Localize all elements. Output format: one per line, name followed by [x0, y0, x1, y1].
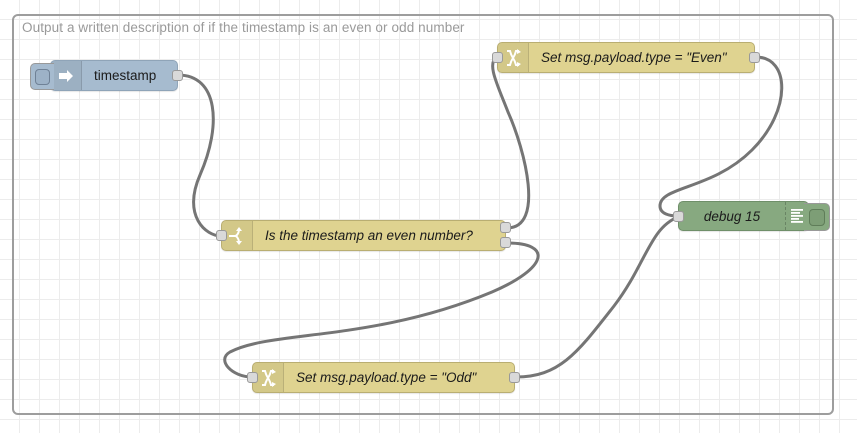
change-node-set-even[interactable]: Set msg.payload.type = "Even": [492, 42, 760, 73]
flow-group-container[interactable]: Output a written description of if the t…: [12, 14, 834, 415]
switch-output-port-1[interactable]: [500, 237, 511, 248]
flow-group-label: Output a written description of if the t…: [22, 20, 465, 35]
change-odd-input-port[interactable]: [247, 372, 258, 383]
change-odd-output-port[interactable]: [509, 372, 520, 383]
switch-node-is-even[interactable]: Is the timestamp an even number?: [216, 220, 511, 251]
swap-arrows-icon: [498, 43, 529, 72]
switch-input-port[interactable]: [216, 230, 227, 241]
inject-node-label: timestamp: [94, 68, 157, 83]
debug-input-port[interactable]: [673, 211, 684, 222]
swap-arrows-icon: [253, 363, 284, 392]
change-node-odd-label: Set msg.payload.type = "Odd": [296, 370, 477, 385]
debug-node-label: debug 15: [703, 208, 761, 224]
switch-output-port-0[interactable]: [500, 222, 511, 233]
arrow-right-icon: [51, 61, 82, 90]
debug-enable-button[interactable]: [804, 203, 830, 231]
change-even-output-port[interactable]: [749, 52, 760, 63]
change-node-set-odd[interactable]: Set msg.payload.type = "Odd": [247, 362, 520, 393]
branch-fork-icon: [222, 221, 253, 250]
change-node-even-label: Set msg.payload.type = "Even": [541, 50, 727, 65]
inject-trigger-button[interactable]: [30, 63, 54, 90]
switch-node-label: Is the timestamp an even number?: [265, 228, 473, 243]
inject-trigger-button-inner: [35, 68, 50, 85]
debug-node-15[interactable]: debug 15: [673, 201, 830, 231]
debug-enable-button-inner: [808, 208, 825, 226]
inject-output-port[interactable]: [172, 70, 183, 81]
inject-node-timestamp[interactable]: timestamp: [30, 60, 183, 91]
change-even-input-port[interactable]: [492, 52, 503, 63]
debug-lines-icon: [785, 202, 808, 230]
